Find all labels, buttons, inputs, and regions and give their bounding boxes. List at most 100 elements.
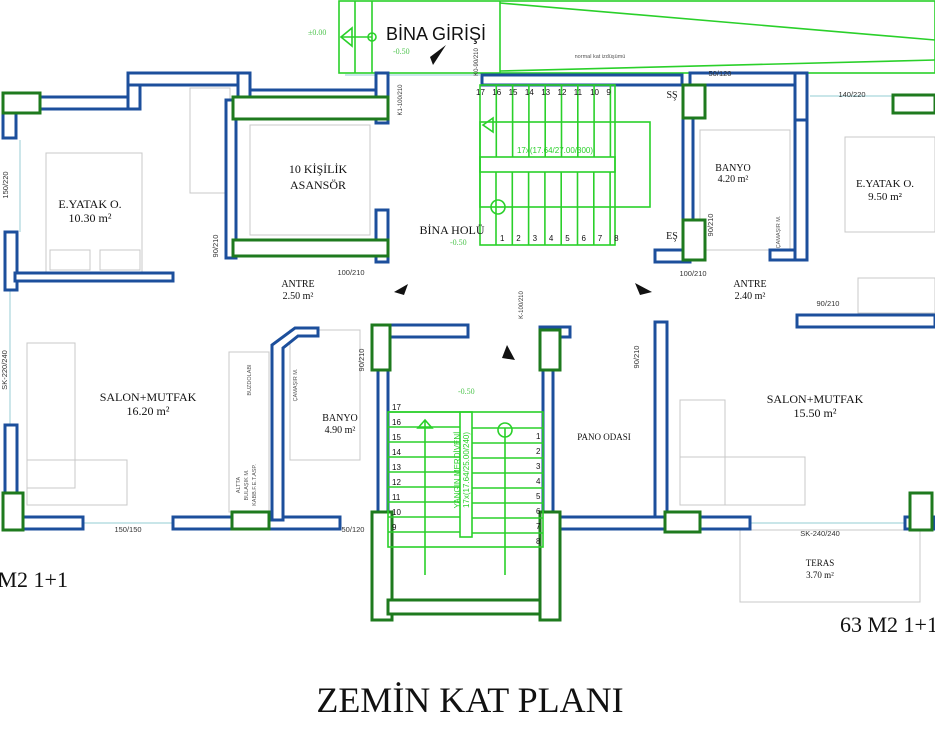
hall-label: BİNA HOLÜ: [420, 223, 485, 237]
step-number: 17: [392, 403, 401, 412]
dimension-label: K-100/210: [519, 291, 525, 319]
hall-level: -0.50: [450, 238, 467, 247]
dimension-label: 90/210: [632, 346, 641, 369]
step-number: 5: [565, 234, 570, 243]
room-area: 4.20 m²: [718, 174, 749, 185]
kitchen-note: KABB.F.E.T.ASP.: [252, 464, 258, 506]
kitchen-note: ALTTA: [236, 477, 242, 494]
step-number: 4: [536, 477, 541, 486]
dirty-shaft-label: EŞ: [666, 231, 678, 242]
level-outside: ±0.00: [308, 28, 326, 37]
room-area: 2.50 m²: [283, 291, 314, 302]
arrow-icon: [635, 283, 652, 295]
room-name: SALON+MUTFAK: [767, 392, 864, 406]
dimension-label: 100/210: [337, 268, 364, 277]
dimension-label: 90/210: [357, 349, 366, 372]
dimension-label: 90/210: [211, 235, 220, 258]
kitchen-note: BULAŞIK M.: [244, 469, 250, 500]
step-number: 12: [558, 88, 567, 97]
dimension-label: 150/220: [1, 171, 10, 198]
main-stair-spec: 17x(17.64/27.00/300): [517, 146, 593, 155]
step-number: 10: [392, 508, 401, 517]
arrow-icon: [502, 345, 515, 360]
step-number: 14: [525, 88, 534, 97]
fire-stair-level: -0.50: [458, 387, 475, 396]
dimension-label: SK-240/240: [800, 529, 840, 538]
step-number: 11: [392, 493, 401, 502]
step-number: 9: [606, 88, 611, 97]
room-name: BANYO: [715, 163, 751, 174]
room-area: 4.90 m²: [325, 425, 356, 436]
fridge-label: BUZDOLABI: [247, 364, 253, 396]
step-number: 7: [598, 234, 603, 243]
plan-title: ZEMİN KAT PLANI: [316, 680, 623, 720]
step-number: 3: [536, 462, 541, 471]
step-number: 9: [392, 523, 397, 532]
room-name: E.YATAK O.: [856, 178, 914, 190]
dimension-label: 90/210: [706, 214, 715, 237]
clean-shaft-label: SŞ: [666, 90, 677, 101]
step-number: 17: [476, 88, 485, 97]
step-number: 4: [549, 234, 554, 243]
room-name: ANTRE: [281, 279, 314, 290]
direction-arrows: [394, 45, 652, 360]
fire-staircase: [387, 411, 544, 575]
unit-label-left: 63 M2 1+1: [0, 567, 68, 592]
dimension-label: K0-90/210: [474, 48, 480, 76]
step-number: 14: [392, 448, 401, 457]
step-number: 3: [533, 234, 538, 243]
step-number: 15: [392, 433, 401, 442]
step-number: 11: [574, 88, 583, 97]
step-number: 2: [516, 234, 521, 243]
columns: [1, 83, 935, 622]
step-number: 16: [492, 88, 501, 97]
step-number: 13: [392, 463, 401, 472]
entry-arrow-icon: [430, 45, 446, 65]
main-staircase: [479, 84, 651, 246]
step-number: 7: [536, 522, 541, 531]
elevator-label-2: ASANSÖR: [290, 178, 346, 192]
entrance-canopy: [338, 0, 935, 74]
washer-label: ÇAMAŞIR M.: [776, 215, 782, 248]
step-number: 2: [536, 447, 541, 456]
entrance-label: BİNA GİRİŞİ: [386, 24, 486, 44]
dimension-label: 100/210: [679, 269, 706, 278]
unit-label-right: 63 M2 1+1: [840, 612, 935, 637]
step-number: 1: [536, 432, 541, 441]
washer-label: ÇAMAŞIR M.: [293, 368, 299, 401]
room-name: SALON+MUTFAK: [100, 390, 197, 404]
room-name: PANO ODASI: [577, 432, 630, 442]
dimension-label: 150/150: [114, 525, 141, 534]
projection-note: normal kat izdüşümü: [575, 54, 626, 60]
room-name: ANTRE: [733, 279, 766, 290]
room-area: 16.20 m²: [127, 404, 170, 418]
step-number: 12: [392, 478, 401, 487]
dimension-label: 50/120: [709, 69, 732, 78]
dimension-label: K1-100/210: [398, 84, 404, 116]
level-inside: -0.50: [393, 47, 410, 56]
step-number: 1: [500, 234, 505, 243]
room-area: 3.70 m²: [806, 570, 834, 580]
dimension-label: 50/120: [342, 525, 365, 534]
fire-stair-name: YANGIN MERDİVENİ: [453, 432, 462, 509]
step-number: 8: [614, 234, 619, 243]
step-number: 5: [536, 492, 541, 501]
step-number: 6: [536, 507, 541, 516]
elevator-label-1: 10 KİŞİLİK: [289, 162, 348, 176]
room-name: BANYO: [322, 413, 358, 424]
step-number: 10: [590, 88, 599, 97]
room-area: 2.40 m²: [735, 291, 766, 302]
room-area: 15.50 m²: [794, 406, 837, 420]
step-number: 16: [392, 418, 401, 427]
step-number: 8: [536, 537, 541, 546]
arrow-icon: [394, 284, 408, 295]
dimension-label: 140/220: [838, 90, 865, 99]
step-number: 13: [541, 88, 550, 97]
room-area: 10.30 m²: [69, 211, 112, 225]
fire-stair-spec: 17x(17.64/25.00/240): [462, 432, 471, 508]
room-name: E.YATAK O.: [58, 197, 121, 211]
room-name: TERAS: [806, 558, 835, 568]
